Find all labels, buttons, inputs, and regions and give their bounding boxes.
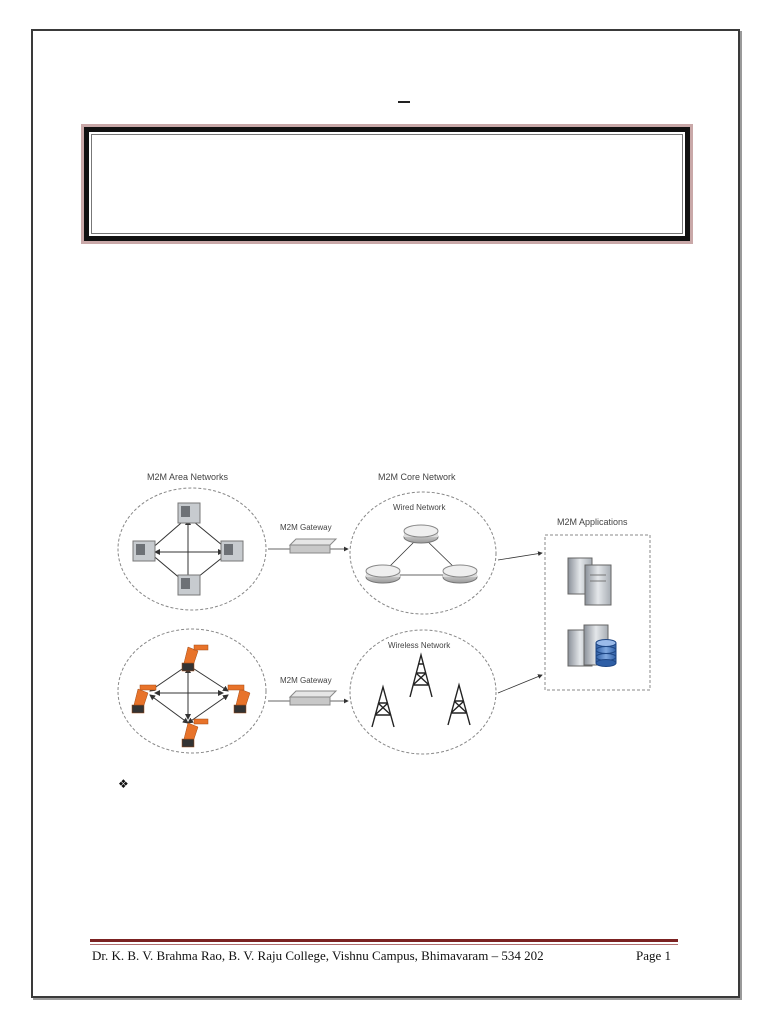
server-icon: [567, 557, 612, 606]
m2m-applications-box: [544, 534, 651, 691]
footer-author-line: Dr. K. B. V. Brahma Rao, B. V. Raju Coll…: [92, 948, 544, 963]
wireless-network-label: Wireless Network: [388, 641, 451, 650]
database-server-icon: [567, 624, 617, 667]
top-mark: [398, 101, 410, 103]
area-network-machines: [117, 487, 267, 611]
area-network-robots: [117, 628, 267, 754]
footer-rule: [90, 939, 678, 942]
area-networks-title: M2M Area Networks: [147, 472, 229, 482]
industrial-robot-icon: [131, 644, 251, 748]
router-icon: [365, 524, 478, 584]
gateway-top-label: M2M Gateway: [280, 523, 332, 532]
wired-network: Wired Network: [349, 491, 497, 615]
footer-rule-thin: [90, 944, 678, 945]
gateway-icon: [288, 538, 338, 554]
m2m-architecture-diagram: M2M Area Networks M2M Core Network M2M A…: [117, 472, 651, 755]
cell-tower-icon: [371, 652, 471, 728]
title-box: [81, 124, 693, 244]
applications-title: M2M Applications: [557, 517, 628, 527]
gateway-bottom-label: M2M Gateway: [280, 676, 332, 685]
wired-network-label: Wired Network: [393, 503, 446, 512]
title-box-inner: [84, 127, 690, 241]
cnc-machine-icon: [132, 502, 244, 596]
page-border: [31, 29, 740, 998]
footer-page-number: Page 1: [636, 948, 672, 963]
bullet-point: ❖: [118, 777, 129, 791]
gateway-icon: [288, 690, 338, 706]
core-network-title: M2M Core Network: [378, 472, 456, 482]
wireless-network: Wireless Network: [349, 629, 497, 755]
